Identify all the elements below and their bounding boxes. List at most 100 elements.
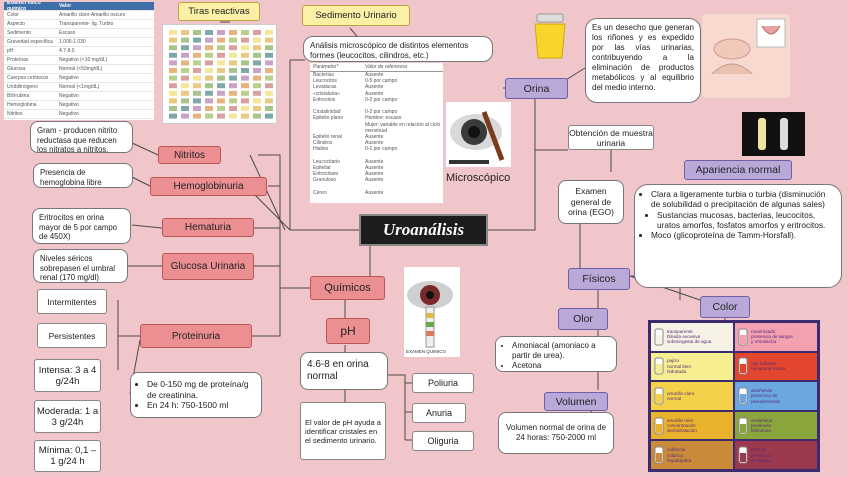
strip-pad [217, 90, 225, 96]
strip-pad [181, 52, 189, 58]
table-row: «cristaluria»Ausente [310, 91, 443, 97]
proteinuria-level: Mínima: 0,1 – 1 g/24 h [34, 440, 101, 472]
urine-tube-icon [738, 357, 748, 375]
strip-pad [253, 45, 261, 51]
strip-pad [253, 90, 261, 96]
strip-pad [241, 83, 249, 89]
strip-pad [265, 106, 273, 111]
eye-strip-icon [407, 281, 453, 348]
strip-pad [181, 75, 189, 81]
table-header: Examen físico químico Valor [4, 2, 154, 12]
strip-pad [169, 30, 177, 35]
table-cell: Cilindros [313, 140, 333, 147]
exam-caption: EXAMEN QUIMICO [406, 349, 447, 354]
strip-pad [253, 30, 261, 35]
orina-description: Es un desecho que generan los riñones y … [585, 18, 701, 103]
sample-collection-node: Obtención de muestra urinaria [568, 125, 654, 150]
table-row: menstrual [310, 128, 443, 134]
table-cell: Glucosa [7, 66, 26, 72]
strip-pad [241, 98, 249, 104]
table-cell: Gravedad específica [7, 39, 53, 45]
urine-tube-icon [738, 328, 748, 346]
urine-tube-icon [738, 417, 748, 435]
chemical-node-text: Químicos [324, 282, 371, 294]
volume-node-text: Volumen [555, 395, 597, 408]
urine-cup-image [525, 12, 575, 62]
hematuria-description: Eritrocitos en orina mayor de 5 por camp… [32, 208, 131, 244]
strip-pad [229, 98, 237, 104]
test-strips-image [162, 24, 277, 124]
table-cell: Transparente- lig. Turbio [59, 21, 114, 27]
table-cell: Normal (<50mg/dL) [59, 66, 103, 72]
table-cell: Hombre: escaso [365, 115, 402, 122]
glucose-node-text: Glucosa Urinaria [170, 261, 246, 272]
table-cell: Ausente [365, 171, 384, 178]
proteinuria-type-text: Persistentes [48, 330, 96, 341]
strip-pad [169, 90, 177, 96]
table-cell: Bilirrubina [7, 93, 30, 99]
proteinuria-level: Moderada: 1 a 3 g/24h [34, 400, 101, 433]
sampling-illustration-icon [711, 18, 786, 75]
ph-node-text: pH [340, 324, 356, 338]
urine-state-text: Poliuria [427, 378, 458, 388]
strip-pad [169, 106, 177, 111]
strip-pad [193, 98, 201, 104]
strip-pad [193, 37, 201, 43]
proteinuria-normal-item: De 0-150 mg de proteína/g de creatinina. [147, 379, 255, 400]
strip-pad [181, 113, 189, 119]
strip-pad [229, 37, 237, 43]
strip-pad [217, 113, 225, 119]
strip-pad [181, 90, 189, 96]
color-chart-cell: café/cola colurica hepatopatía [651, 441, 733, 469]
urine-tube-icon [654, 446, 664, 464]
odor-node: Olor [558, 308, 608, 330]
ph-range: 4.6-8 en orina normal [300, 352, 388, 390]
microscopic-label: Microscópico [446, 172, 526, 184]
table-cell: Epitelial [313, 164, 331, 171]
strip-pad [181, 68, 189, 73]
strip-pad [241, 113, 249, 119]
strip-pad [193, 90, 201, 96]
table-cell: Céreo [313, 189, 327, 196]
strip-pad [181, 37, 189, 43]
strip-pad [217, 45, 225, 51]
normal-appearance-text: Apariencia normal [695, 164, 781, 176]
table-cell: Ausente [365, 84, 384, 91]
strip-pad [265, 60, 273, 66]
urine-tube-icon [654, 328, 664, 346]
strip-pad [169, 60, 177, 66]
table-cell: Epitelio plano [313, 115, 344, 122]
proteinuria-level-text: Mínima: 0,1 – 1 g/24 h [38, 445, 97, 467]
color-chart-text: azul/verde presencia de pseudomonas [751, 388, 780, 404]
table-cell: 1.005-1.030 [59, 39, 86, 45]
table-cell: Cristalinidad [313, 109, 341, 116]
strip-pad [205, 37, 213, 43]
urine-tube-icon [654, 387, 664, 405]
main-title-text: Uroanálisis [382, 220, 465, 239]
table-cell: Negativo [59, 102, 79, 108]
strip-pad [205, 106, 213, 111]
strip-pad [181, 60, 189, 66]
table-row: Mujer: variable en relación al ciclo [310, 122, 443, 128]
sampling-image [702, 14, 790, 98]
table-row: Gravedad específica 1.005-1.030 [4, 38, 154, 47]
strip-pad [241, 106, 249, 111]
strip-pad [253, 60, 261, 66]
proteinuria-level: Intensa: 3 a 4 g/24h [34, 359, 101, 392]
ph-description: El valor de pH ayuda a identificar crist… [300, 402, 386, 460]
tubes-image [742, 112, 805, 156]
proteinuria-type-text: Intermitentes [47, 296, 97, 307]
urine-cup-icon [534, 13, 566, 59]
color-chart-text: amarillo claro normal [667, 390, 695, 401]
odor-details: Amoniacal (amoniaco a partir de urea). A… [495, 336, 617, 372]
strip-pad [205, 83, 213, 89]
strip-pad [181, 45, 189, 51]
table-cell: 0-5 por campo [365, 78, 398, 85]
microscope-eye-image [446, 102, 511, 167]
color-chart-text: transparente Diluida excesiva sobreinges… [667, 328, 712, 345]
